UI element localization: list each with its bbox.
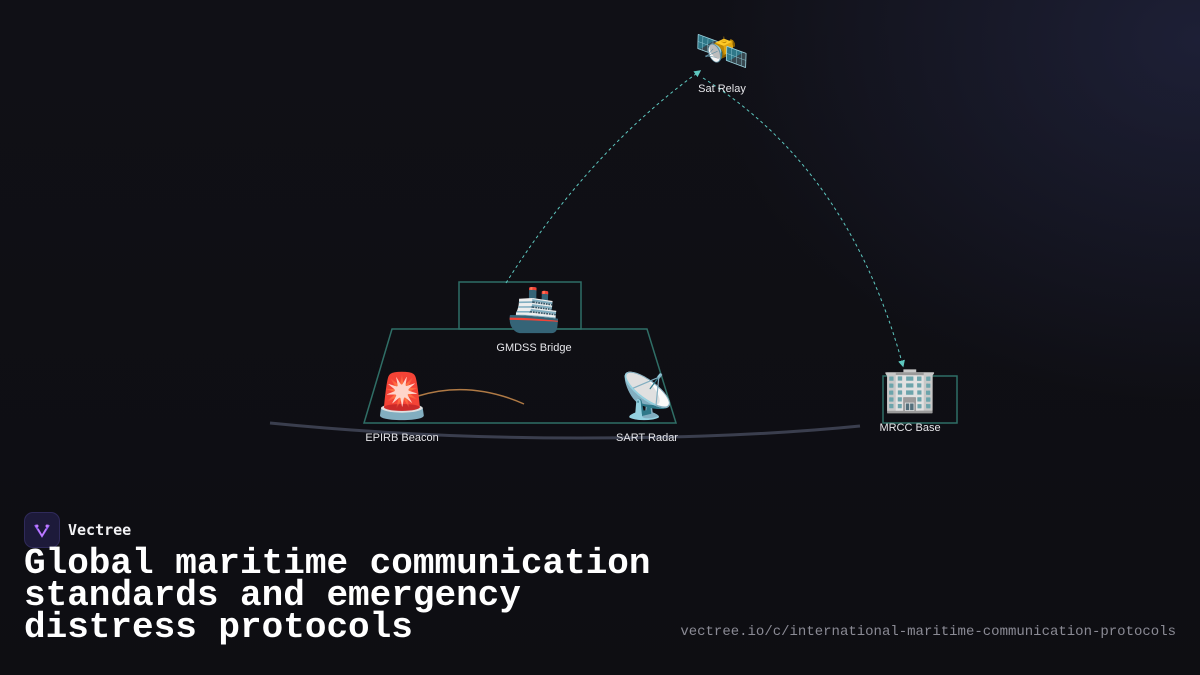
- node-label-sat-relay: Sat Relay: [698, 83, 746, 95]
- siren-icon: 🚨: [374, 371, 430, 422]
- bridge-outline: [458, 281, 582, 330]
- brand-name: Vectree: [68, 521, 132, 539]
- edge-bridge-to-sat: [505, 70, 702, 284]
- brand: Vectree: [24, 512, 131, 548]
- ship-icon: 🚢: [506, 284, 562, 335]
- edge-epirb-to-sart: [417, 388, 525, 405]
- mrcc-outline: [882, 375, 958, 424]
- waterline: [269, 421, 861, 440]
- edge-sat-to-mrcc: [702, 77, 905, 368]
- node-label-epirb-beacon: EPIRB Beacon: [365, 432, 439, 444]
- satellite-dish-icon: 📡: [619, 371, 675, 422]
- page-url: vectree.io/c/international-maritime-comm…: [680, 624, 1176, 640]
- node-label-sart-radar: SART Radar: [616, 432, 678, 444]
- satellite-icon: 🛰️: [694, 26, 750, 77]
- office-building-icon: 🏢: [882, 364, 938, 415]
- node-label-gmdss-bridge: GMDSS Bridge: [496, 342, 572, 354]
- page-title: Global maritime communication standards …: [24, 543, 651, 648]
- vectree-logo-icon: [24, 512, 60, 548]
- node-label-mrcc-base: MRCC Base: [879, 422, 941, 434]
